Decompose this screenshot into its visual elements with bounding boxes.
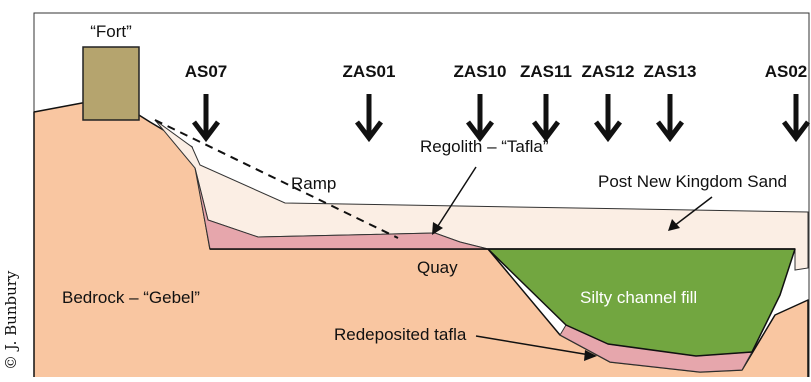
borehole-zas01: ZAS01 — [343, 62, 396, 143]
fort-label: “Fort” — [90, 22, 132, 41]
borehole-zas12: ZAS12 — [582, 62, 635, 143]
borehole-label: ZAS12 — [582, 62, 635, 81]
borehole-label: ZAS13 — [644, 62, 697, 81]
down-arrow-icon — [192, 94, 220, 143]
ramp-label: Ramp — [291, 174, 336, 193]
borehole-label: ZAS10 — [454, 62, 507, 81]
borehole-label: ZAS01 — [343, 62, 396, 81]
redeposited-label: Redeposited tafla — [334, 325, 467, 344]
down-arrow-icon — [782, 94, 810, 143]
borehole-label: ZAS11 — [520, 62, 572, 81]
borehole-as02: AS02 — [765, 62, 810, 143]
regolith-pointer-arrow — [432, 166, 477, 235]
borehole-as07: AS07 — [185, 62, 228, 143]
down-arrow-icon — [656, 94, 684, 143]
down-arrow-icon — [532, 94, 560, 143]
down-arrow-icon — [355, 94, 383, 143]
borehole-zas11: ZAS11 — [520, 62, 572, 143]
photo-credit: © J. Bunbury — [2, 270, 20, 370]
fort-block — [82, 46, 140, 121]
borehole-zas13: ZAS13 — [644, 62, 697, 143]
down-arrow-icon — [594, 94, 622, 143]
down-arrow-icon — [466, 94, 494, 143]
redeposited-pointer-arrow — [475, 335, 597, 361]
borehole-label: AS02 — [765, 62, 808, 81]
borehole-zas10: ZAS10 — [454, 62, 507, 143]
bedrock-label: Bedrock – “Gebel” — [62, 288, 200, 307]
channel-fill-layer — [487, 248, 796, 357]
post-nk-sand-label: Post New Kingdom Sand — [598, 172, 787, 191]
quay-label: Quay — [417, 258, 458, 277]
ramp-dashed-line — [154, 119, 399, 239]
borehole-label: AS07 — [185, 62, 228, 81]
regolith-label: Regolith – “Tafla” — [420, 137, 549, 156]
sand-pointer-arrow — [668, 196, 713, 231]
channel-fill-label: Silty channel fill — [580, 288, 697, 307]
